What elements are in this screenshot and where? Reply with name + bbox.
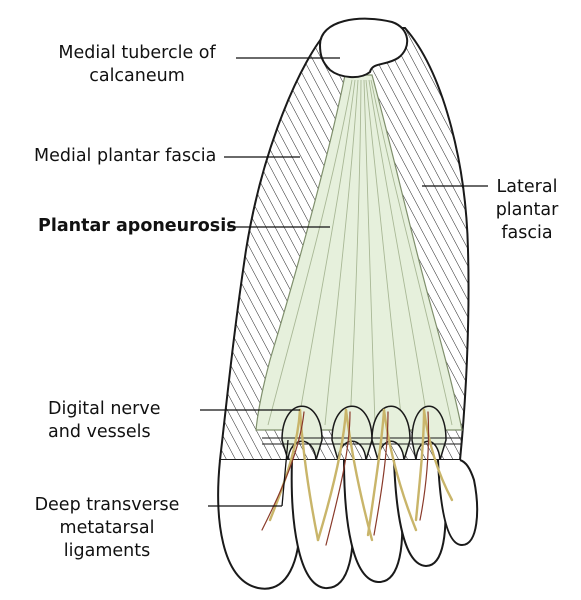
label-lateral-line2: plantar: [495, 200, 559, 220]
label-deep-line1: Deep transverse: [34, 495, 180, 515]
digital-nerves: [261, 408, 454, 546]
label-lateral-line3: fascia: [501, 223, 553, 243]
label-deep-transverse: Deep transverse metatarsal ligaments: [18, 494, 196, 563]
aponeurosis-fibres: [267, 79, 453, 426]
plantar-aponeurosis-shape: [255, 74, 463, 431]
label-digital-line1: Digital nerve: [48, 399, 161, 419]
label-lateral-plantar-fascia: Lateral plantar fascia: [492, 176, 562, 245]
label-plantar-aponeurosis: Plantar aponeurosis: [38, 216, 237, 236]
toes: [217, 459, 479, 590]
label-digital-nerve: Digital nerve and vessels: [48, 398, 161, 444]
medial-tubercle-shape: [318, 17, 408, 78]
label-medial-plantar-fascia: Medial plantar fascia: [34, 146, 217, 166]
leader-lines: [200, 57, 488, 507]
label-lateral-line1: Lateral: [496, 177, 558, 197]
label-deep-line3: ligaments: [63, 541, 151, 561]
label-medial-tubercle-line1: Medial tubercle of: [58, 43, 216, 63]
label-deep-line2: metatarsal: [59, 518, 155, 538]
label-medial-tubercle: Medial tubercle of calcaneum: [46, 42, 228, 88]
label-medial-tubercle-line2: calcaneum: [89, 66, 185, 86]
label-digital-line2: and vessels: [48, 422, 151, 442]
